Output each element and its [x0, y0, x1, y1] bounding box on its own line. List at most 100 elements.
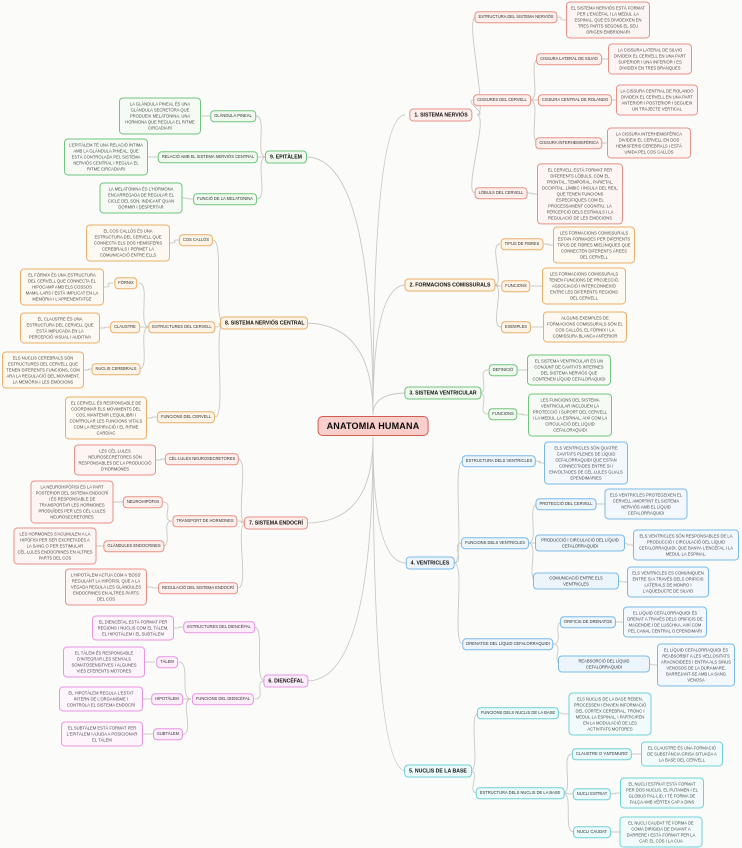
mindmap-node-n5b2[interactable]: NUCLI ESTRIAT	[572, 788, 612, 800]
mindmap-node-d4b2[interactable]: ELS VENTRICLES SÓN RESPONSABLES DE LA PR…	[633, 529, 739, 561]
mindmap-node-d7b2[interactable]: LES HORMONES S'ACUMULEN A LA HIPÒFISI PE…	[13, 527, 97, 565]
edge-root-s1	[372, 114, 406, 416]
mindmap-node-d3a[interactable]: EL SISTEMA VENTRICULAR ÉS UN CONJUNT DE …	[527, 354, 611, 386]
mindmap-node-d1c[interactable]: EL CERVELL ESTÀ FORMAT PER DIFERENTS LÒB…	[537, 163, 623, 225]
mindmap-node-n6b3[interactable]: SUBTÀLEM	[152, 728, 184, 740]
mindmap-node-n6b1[interactable]: TÀLEM	[156, 656, 178, 668]
mindmap-node-n4b[interactable]: FUNCIONS DELS VENTRICLES	[460, 537, 530, 549]
mindmap-node-d1a[interactable]: EL SISTEMA NERVIÓS ESTÀ FORMAT PER L'ENC…	[566, 1, 650, 39]
mindmap-node-d1b2[interactable]: LA CISSURA CENTRAL DE ROLANDO DIVIDEIX E…	[616, 84, 698, 116]
mindmap-node-d8a[interactable]: EL COS CALLÓS ÉS UNA ESTRUCTURA DEL CERV…	[86, 224, 170, 262]
mindmap-node-s9[interactable]: 9. EPITÀLEM	[265, 150, 307, 164]
mindmap-node-d9c[interactable]: LA MELATONINA ÉS L'HORMONA ENCARREGADA D…	[99, 182, 183, 214]
mindmap-node-n2a[interactable]: TIPUS DE FIBRES	[500, 238, 544, 250]
mindmap-node-d8c[interactable]: EL CERVELL ÉS RESPONSABLE DE COORDINAR E…	[65, 396, 147, 440]
mindmap-node-d5b2[interactable]: EL NUCLI ESTRIAT ESTÀ FORMAT PER DOS NUC…	[620, 777, 704, 809]
mindmap-node-n2c[interactable]: EXEMPLES	[500, 321, 532, 333]
edge-n4b-n4b1	[527, 503, 539, 544]
mindmap-node-n8b1[interactable]: FÒRNIX	[114, 277, 138, 289]
mindmap-node-d4a[interactable]: ELS VENTRICLES SÓN QUATRE CAVITATS PLENE…	[544, 441, 628, 485]
mindmap-node-n7b[interactable]: TRANSPORT DE HORMONES	[172, 515, 238, 527]
mindmap-node-d4b3[interactable]: ELS VENTRICLES ES COMUNIQUEN ENTRE SI A …	[627, 566, 709, 598]
mindmap-node-s1[interactable]: 1. SISTEMA NERVIÓS	[409, 108, 473, 122]
mindmap-node-d6b2[interactable]: EL HIPOTÀLEM REGULA L'ESTAT INTERN DE L'…	[59, 686, 143, 712]
mindmap-node-d5a[interactable]: ELS NUCLIS DE LA BASE REBEN, PROCESSEN I…	[568, 692, 652, 736]
edge-n8a-d8a	[169, 239, 180, 244]
mindmap-node-s3[interactable]: 3. SISTEMA VENTRICULAR	[404, 386, 482, 400]
mindmap-node-n4c[interactable]: DRENATGE DEL LÍQUID CEFALORRAQUIDI	[462, 638, 554, 650]
mindmap-node-d6b1[interactable]: EL TÀLEM ÉS RESPONSABLE D'INTEGRAR LES S…	[63, 646, 145, 678]
mindmap-node-d4c2[interactable]: EL LÍQUID CEFALORRAQUIDI ÉS REABSORBIT A…	[657, 643, 735, 687]
mindmap-node-n8b3[interactable]: NUCLIS CEREBRALS	[91, 363, 141, 375]
mindmap-node-n1b3[interactable]: CISSURA INTERHEMISFÈRICA	[535, 137, 603, 149]
mindmap-node-d2c[interactable]: ALGUNS EXEMPLES DE FORMACIONS COMISSURAL…	[543, 311, 627, 343]
mindmap-node-s6[interactable]: 6. DIENCÈFAL	[263, 674, 309, 688]
mindmap-node-n9c[interactable]: FUNCIÓ DE LA MELATONINA	[193, 193, 257, 205]
mindmap-node-n4c2[interactable]: REABSORCIÓ DEL LÍQUID CEFALORRAQUIDI	[558, 655, 650, 673]
mindmap-node-n7a[interactable]: CÈL·LULES NEUROSECRETORES	[164, 453, 240, 465]
edge-s2-n2c	[493, 284, 502, 328]
mindmap-node-n3b[interactable]: FUNCIONS	[488, 408, 518, 420]
mindmap-node-n4a[interactable]: ESTRUCTURA DELS VENTRICLES	[461, 455, 537, 467]
mindmap-node-n1b1[interactable]: CISSURA LATERAL DE SILVIO	[536, 53, 602, 65]
mindmap-node-n8b2[interactable]: CLAUSTRE	[110, 321, 140, 333]
mindmap-node-n5b1[interactable]: CLAUSTRE O 'ANTEMURO'	[571, 748, 633, 760]
mindmap-node-n9b[interactable]: RELACIÓ AMB EL SISTEMA NERVIÓS CENTRAL	[157, 151, 259, 163]
mindmap-node-n6a[interactable]: ESTRUCTURES DEL DIENCÈFAL	[183, 621, 255, 633]
mindmap-node-n9a[interactable]: GLÀNDULA PINEAL	[210, 110, 256, 122]
mindmap-node-n4b3[interactable]: COMUNICACIÓ ENTRE ELS VENTRICLES	[533, 572, 619, 590]
mindmap-node-d6a[interactable]: EL DIENCÈFAL ESTÀ FORMAT PER REGIONS I N…	[92, 615, 174, 641]
mindmap-node-n7b1[interactable]: NEUROHIPÒFISI	[122, 496, 164, 508]
mindmap-node-n8b[interactable]: ESTRUCTURES DEL CERVELL	[148, 321, 216, 333]
mindmap-node-s4[interactable]: 4. VENTRICLES	[405, 556, 455, 570]
mindmap-node-n5b[interactable]: ESTRUCTURA DELS NUCLIS DE LA BASE	[475, 787, 565, 799]
mindmap-node-n1b[interactable]: CISSURES DEL CERVELL	[473, 94, 531, 106]
mindmap-node-s8[interactable]: 8. SISTEMA NERVIÓS CENTRAL	[220, 316, 308, 330]
mindmap-node-n2b[interactable]: FUNCIONS	[501, 280, 531, 292]
mindmap-node-d6b3[interactable]: EL SUBTÀLEM ESTÀ FORMAT PER L'EPITÀLEM I…	[61, 721, 143, 747]
mindmap-node-d3b[interactable]: LES FUNCIONS DEL SISTEMA VENTRICULAR INC…	[528, 393, 612, 437]
mindmap-node-d2a[interactable]: LES FORMACIONS COMISSURALS ESTAN FORMADE…	[553, 226, 635, 264]
mindmap-node-d9a[interactable]: LA GLÀNDULA PINEAL ÉS UNA GLÀNDULA SECRE…	[119, 97, 201, 135]
mindmap-node-s2[interactable]: 2. FORMACIONS COMISSURALS	[404, 278, 496, 292]
edge-n5b2-d5b2	[609, 792, 621, 795]
mindmap-node-d7b1[interactable]: LA NEUROHIPÒFISI ÉS LA PART POSTERIOR DE…	[30, 480, 114, 524]
central-topic[interactable]: ANATOMIA HUMANA	[317, 416, 429, 436]
mindmap-node-n6b2[interactable]: HIPOTÀLEM	[151, 693, 183, 705]
mindmap-node-d1b3[interactable]: LA CISSURA INTERHEMISFÈRICA DIVIDEIX EL …	[607, 127, 691, 159]
mindmap-node-d4c1[interactable]: EL LÍQUID CEFALORRAQUIDI ÉS DRENAT A TRA…	[623, 606, 707, 638]
edge-n5b-n5b3	[562, 792, 575, 833]
edge-root-s6	[306, 436, 374, 682]
mindmap-node-n4b2[interactable]: PRODUCCIÓ I CIRCULACIÓ DEL LÍQUID CEFALO…	[535, 534, 625, 552]
mindmap-node-d5b1[interactable]: EL CLAUSTRE ÉS UNA FORMACIÓ DE SUBSTÀNCI…	[641, 741, 723, 767]
mindmap-node-d4b1[interactable]: ELS VENTRICLES PROTEGEIXEN EL CERVELL AM…	[604, 488, 688, 520]
mindmap-node-d5b3[interactable]: EL NUCLI CAUDAT TÉ FORMA DE COMA DIRIGID…	[619, 816, 703, 848]
mindmap-node-d1b1[interactable]: LA CISSURA LATERAL DE SILVIO DIVIDEIX EL…	[608, 43, 692, 75]
mindmap-node-d7c[interactable]: L'HIPOTÀLEM ACTUA COM A 'BOSS' REGULANT …	[65, 568, 147, 606]
mindmap-node-n8c[interactable]: FUNCIONS DEL CERVELL	[156, 411, 216, 423]
mindmap-node-n1a[interactable]: ESTRUCTURA DEL SISTEMA NERVIÓS	[474, 11, 558, 23]
mindmap-node-n1b2[interactable]: CISSURA CENTRAL DE ROLANDO	[537, 94, 613, 106]
mindmap-node-n8a[interactable]: COS CALLÓS	[178, 234, 214, 246]
mindmap-node-n1c[interactable]: LÒBULS DEL CERVELL	[474, 187, 528, 199]
mindmap-node-d2b[interactable]: LES FORMACIONS COMISSURALS TENEN FUNCION…	[542, 267, 626, 305]
mindmap-node-d8b1[interactable]: EL FÒRNIX ÉS UNA ESTRUCTURA DEL CERVELL …	[20, 268, 104, 306]
mindmap-node-d7a[interactable]: LES CÈL·LULES NEUROSECRETORES SÓN RESPON…	[74, 444, 156, 476]
mindmap-node-n4b1[interactable]: PROTECCIÓ DEL CERVELL	[535, 498, 597, 510]
mindmap-node-n4c1[interactable]: ORIFICIS DE DRENATGE	[559, 616, 617, 628]
mindmap-node-n5b3[interactable]: NUCLI CAUDAT	[573, 826, 611, 838]
edge-n5b-n5b2	[562, 792, 575, 795]
mindmap-node-s5[interactable]: 5. NUCLIS DE LA BASE	[404, 764, 472, 778]
mindmap-node-d8b3[interactable]: ELS NUCLIS CEREBRALS SÓN ESTRUCTURES DEL…	[2, 351, 84, 389]
mindmap-node-d9b[interactable]: L'EPITÀLEM TÉ UNA RELACIÓ ÍNTIMA AMB LA …	[64, 138, 148, 176]
mindmap-node-n3a[interactable]: DEFINICIÓ	[488, 364, 518, 376]
mindmap-node-d8b2[interactable]: EL CLAUSTRE ÉS UNA ESTRUCTURA DEL CERVEL…	[20, 312, 100, 344]
edge-n6b-n6b1	[178, 661, 192, 700]
mindmap-node-n5a[interactable]: FUNCIONS DELS NUCLIS DE LA BASE	[476, 707, 560, 719]
edge-s7-n7c	[237, 522, 247, 589]
mindmap-node-n7c[interactable]: REGULACIÓ DEL SISTEMA ENDOCRÍ	[158, 582, 238, 594]
mindmap-node-n6b[interactable]: FUNCIONS DEL DIENCÈFAL	[191, 693, 255, 705]
mindmap-node-s7[interactable]: 7. SISTEMA ENDOCRÍ	[244, 516, 308, 530]
mindmap-node-n7b2[interactable]: GLÀNDULES ENDOCRINES	[103, 540, 165, 552]
